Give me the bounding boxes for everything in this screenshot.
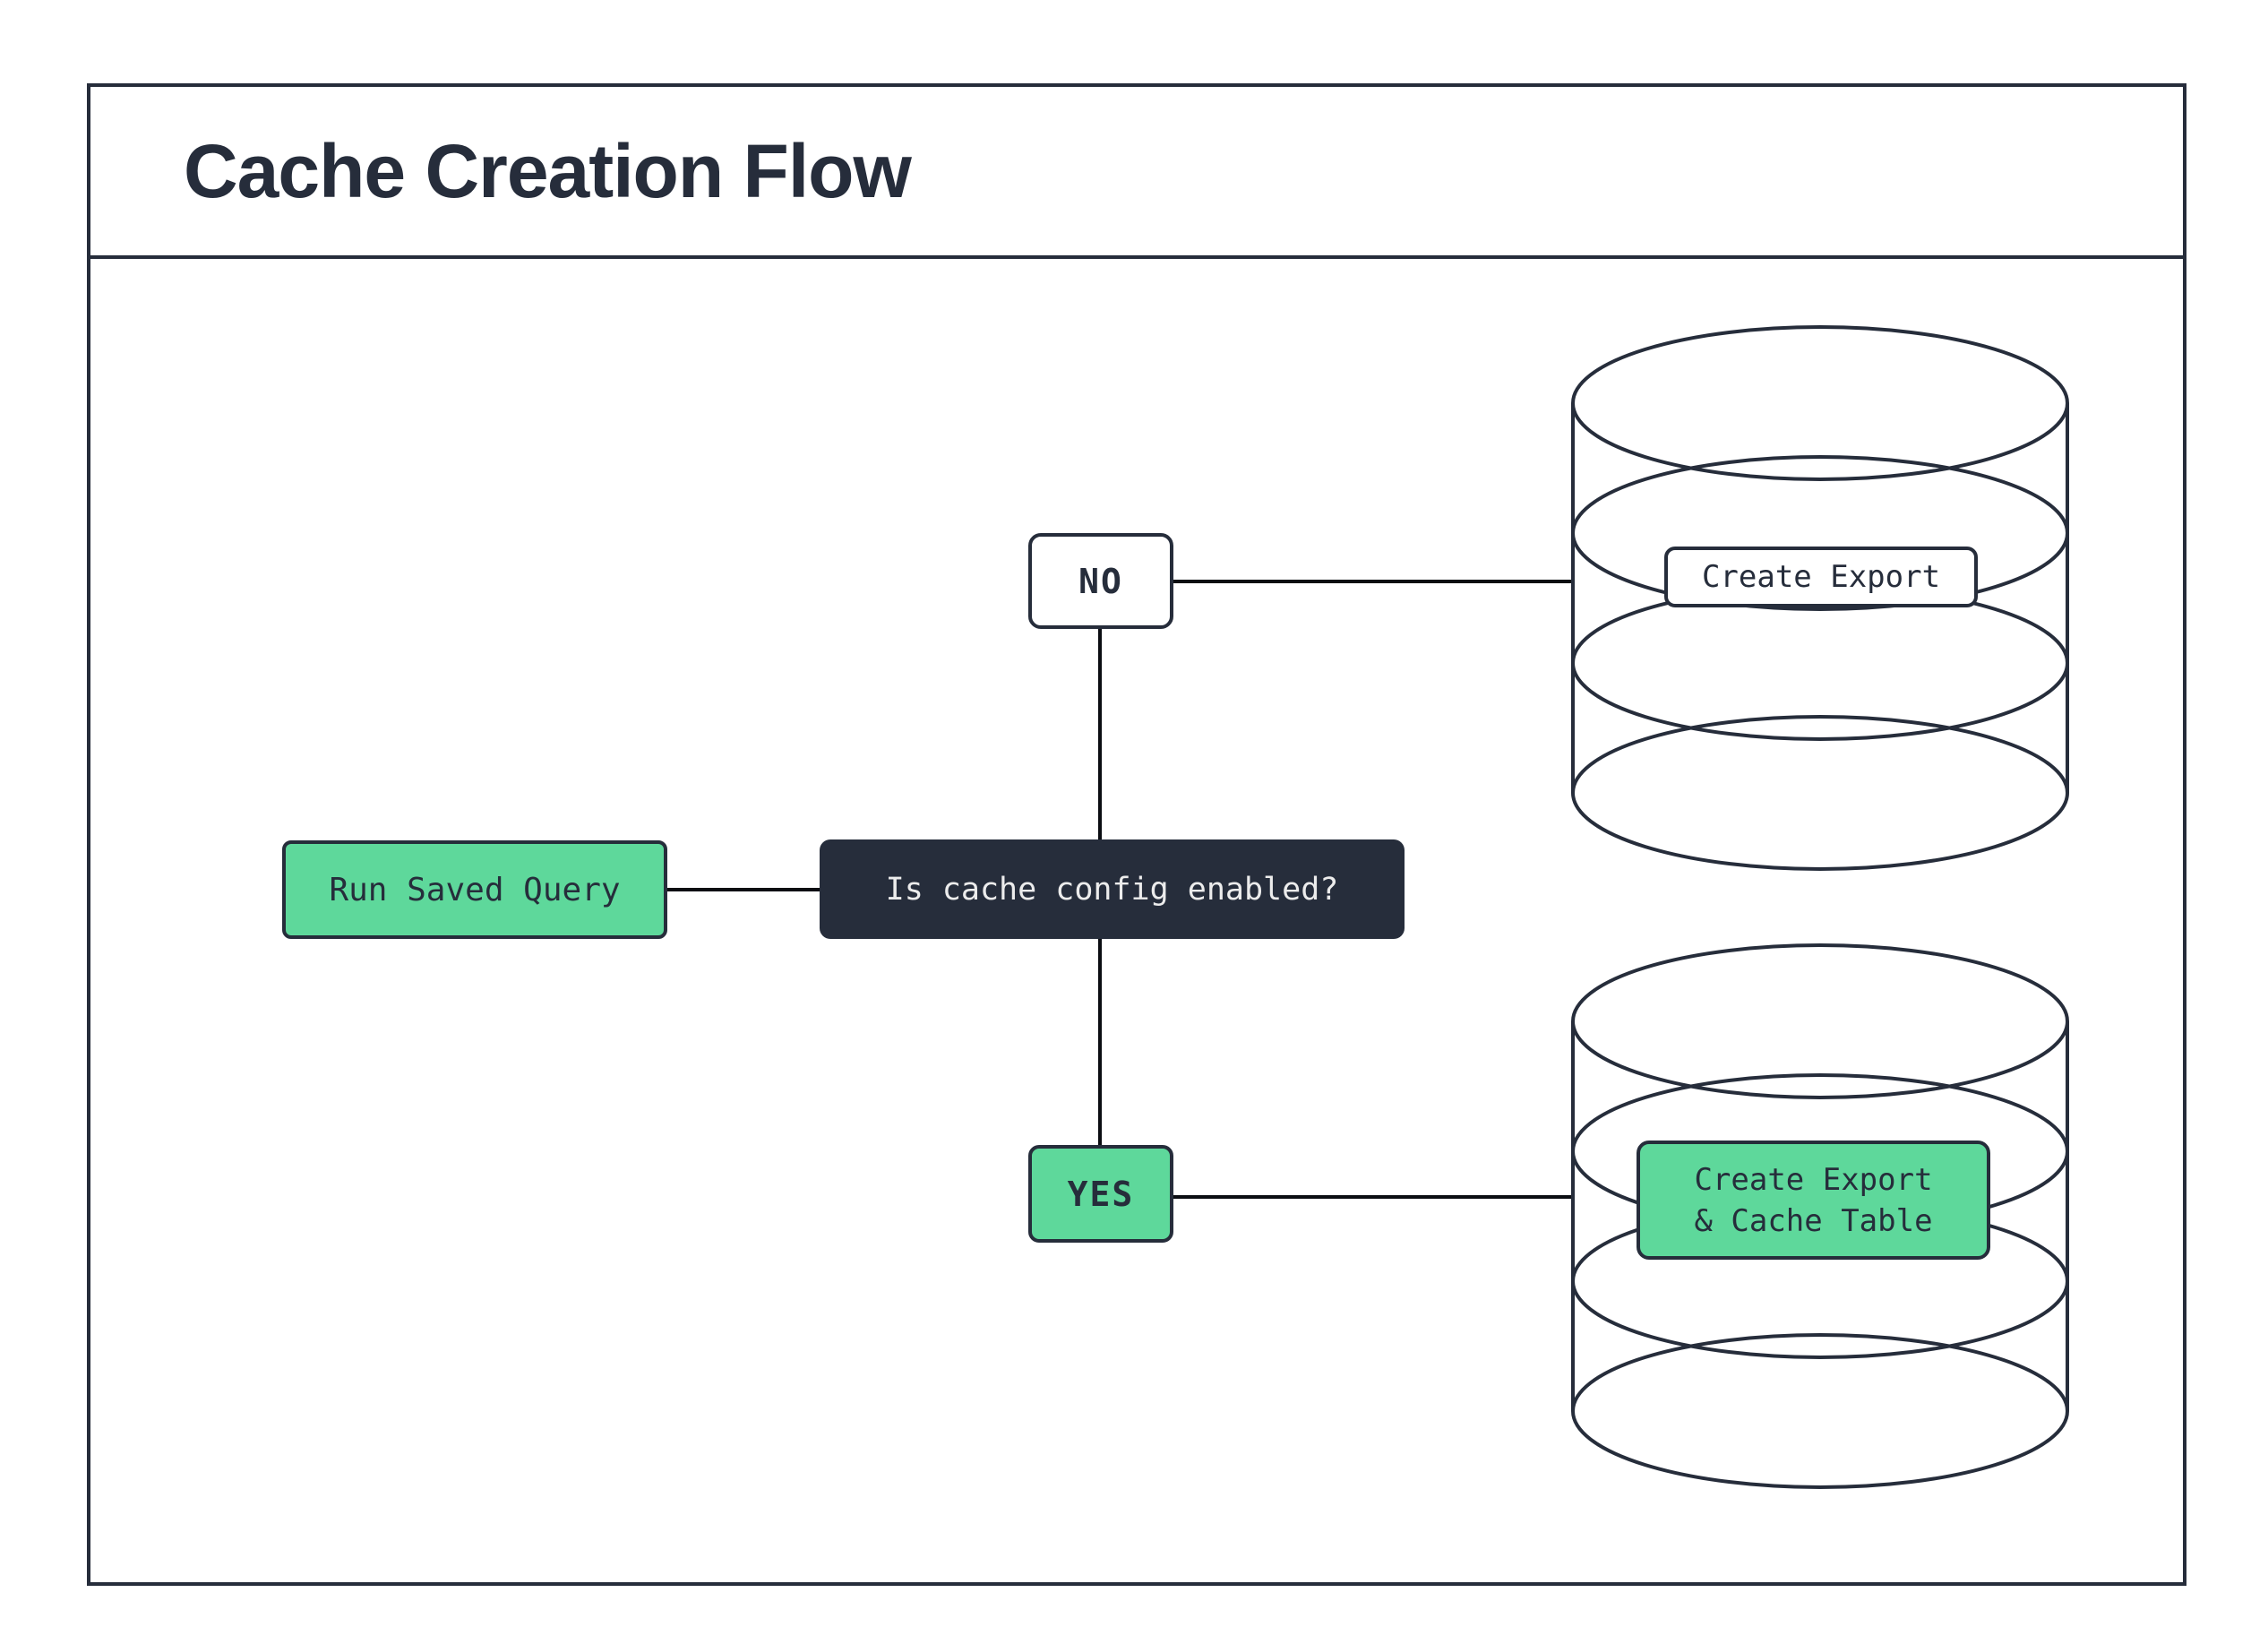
node-branch-yes: YES [1028,1145,1173,1243]
database-icon-export [1571,325,2069,871]
node-branch-yes-label: YES [1067,1174,1135,1214]
node-create-export-label: Create Export [1701,559,1941,595]
connector-lines [667,580,1573,1199]
node-create-export-cache-table-line2: & Cache Table [1694,1202,1933,1239]
node-cache-config-decision: Is cache config enabled? [820,839,1405,939]
node-run-saved-query-label: Run Saved Query [329,871,621,908]
diagram-frame: Cache Creation Flow [87,83,2186,1586]
node-branch-no: NO [1028,533,1173,629]
node-branch-no-label: NO [1078,561,1123,601]
page-title: Cache Creation Flow [184,128,912,213]
node-create-export-cache-table-line1: Create Export [1694,1161,1933,1198]
node-create-export: Create Export [1664,547,1978,607]
diagram-header: Cache Creation Flow [90,87,2183,259]
node-cache-config-decision-label: Is cache config enabled? [885,871,1339,908]
node-run-saved-query: Run Saved Query [282,840,667,939]
node-create-export-cache-table: Create Export & Cache Table [1637,1141,1990,1260]
